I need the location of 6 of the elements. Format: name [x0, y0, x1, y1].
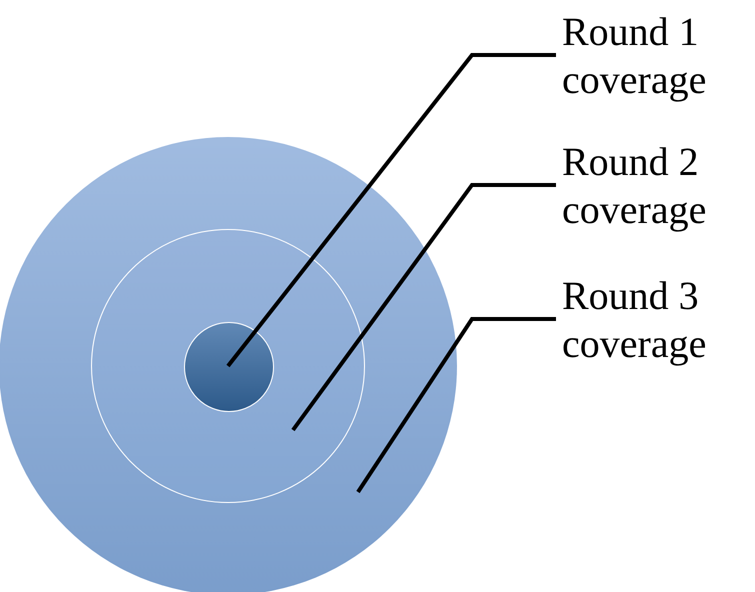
coverage-label: Round 2 coverage [562, 138, 755, 234]
coverage-label: Round 3 coverage [562, 272, 755, 368]
leader-line [356, 317, 556, 494]
coverage-label: Round 1 coverage [562, 8, 755, 104]
leader-line [226, 53, 556, 368]
leader-line [291, 183, 556, 432]
